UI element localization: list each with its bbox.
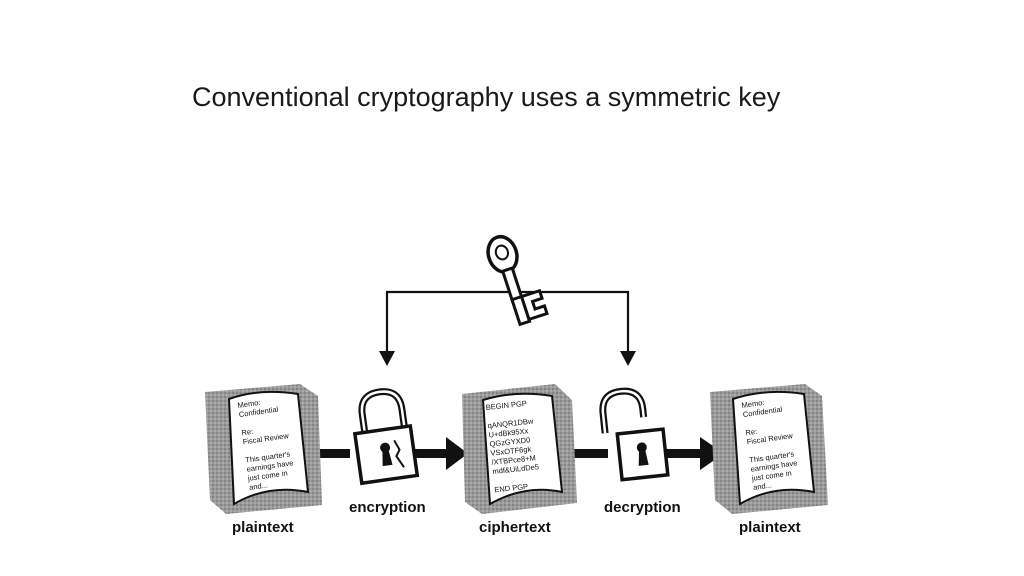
key-distribution-lines	[385, 290, 630, 355]
slide-title: Conventional cryptography uses a symmetr…	[192, 82, 781, 112]
document-line: U+dBk95Xx	[488, 426, 529, 439]
document-line: BEGIN PGP	[485, 399, 527, 412]
caption-plaintext-right: plaintext	[739, 519, 801, 536]
document-line: QGzGYXD0	[489, 435, 531, 448]
key-icon	[486, 234, 549, 327]
lock-closed-icon	[352, 388, 420, 486]
flow-arrow-2	[414, 437, 468, 470]
document-line: and...	[753, 480, 773, 492]
caption-ciphertext: ciphertext	[479, 519, 551, 536]
arrow-down-to-encryption	[379, 351, 395, 366]
document-line: Re:	[745, 427, 758, 438]
arrow-down-to-decryption	[620, 351, 636, 366]
caption-encryption: encryption	[349, 499, 426, 516]
caption-decryption: decryption	[604, 499, 681, 516]
document-line: VSxOTF6gk	[490, 444, 532, 457]
document-line: Re:	[241, 427, 254, 438]
caption-plaintext-left: plaintext	[232, 519, 294, 536]
document-line: and...	[249, 480, 269, 492]
flow-arrow-1	[318, 449, 350, 458]
lock-open-icon	[599, 387, 670, 482]
document-line: Memo:	[237, 398, 261, 410]
flow-arrow-3	[574, 449, 608, 458]
flow-arrow-4	[664, 437, 724, 470]
document-line: Memo:	[741, 398, 765, 410]
document-line: END PGP	[494, 482, 529, 494]
ciphertext-document: BEGIN PGPqANQR1DBwU+dBk95XxQGzGYXD0VSxOT…	[462, 384, 577, 514]
